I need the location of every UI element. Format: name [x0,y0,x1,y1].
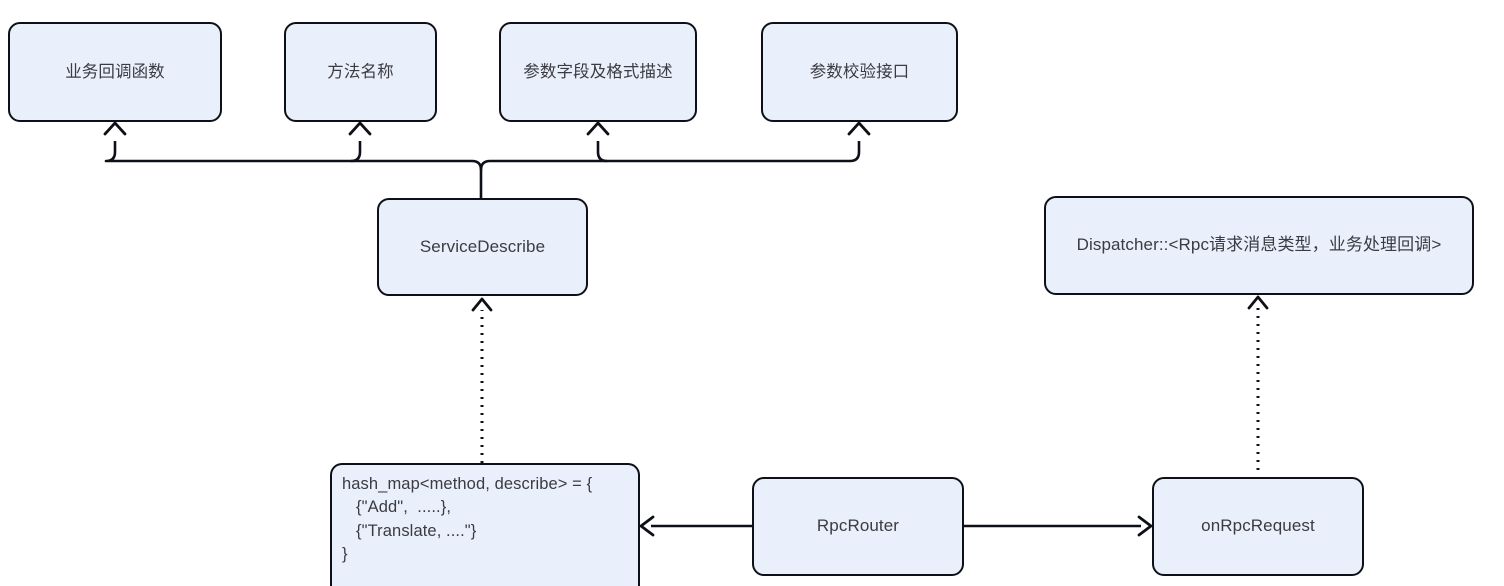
node-method-name[interactable]: 方法名称 [284,22,437,122]
node-dispatcher[interactable]: Dispatcher::<Rpc请求消息类型，业务处理回调> [1044,196,1474,295]
node-service-describe[interactable]: ServiceDescribe [377,198,588,296]
node-param-validate-api[interactable]: 参数校验接口 [761,22,958,122]
arrowhead-on-rpc-request-left [1137,515,1153,537]
arrowhead-dispatcher-bottom [1247,295,1269,310]
node-business-callback[interactable]: 业务回调函数 [8,22,222,122]
arrowhead-hash-map-right [639,515,655,537]
arrowhead-business-callback [103,121,127,136]
node-on-rpc-request[interactable]: onRpcRequest [1152,477,1364,576]
edge-branch-method-name [350,141,362,163]
edge-bus-line-right [479,141,861,171]
arrowhead-method-name [348,121,372,136]
arrowhead-param-validate-api [847,121,871,136]
arrowhead-service-describe-bottom [471,297,493,312]
edge-bus-line [104,141,483,198]
node-rpc-router[interactable]: RpcRouter [752,477,964,576]
edge-branch-param-field-format [596,141,608,163]
node-param-field-format[interactable]: 参数字段及格式描述 [499,22,697,122]
arrowhead-param-field-format [586,121,610,136]
node-hash-map[interactable]: hash_map<method, describe> = { {"Add", .… [330,463,640,586]
